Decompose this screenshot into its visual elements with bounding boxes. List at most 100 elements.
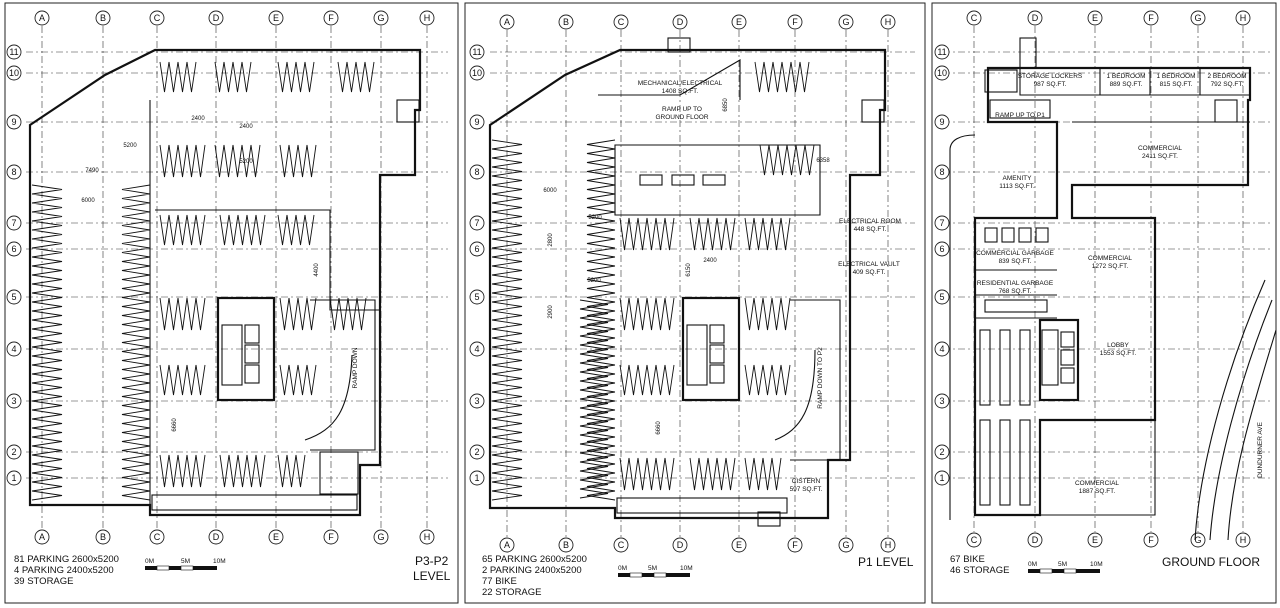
dimension-label: 6000 <box>543 188 557 194</box>
room-area: 1408 SQ.FT. <box>662 88 699 95</box>
equipment <box>757 511 781 527</box>
grid-bubble-label: 11 <box>472 47 481 57</box>
ramp-area <box>989 99 1051 119</box>
parking-stall-row <box>586 139 616 501</box>
elevator-icon <box>1060 331 1075 348</box>
parking-stall-row <box>279 144 317 178</box>
bin-icon <box>1035 227 1049 243</box>
parking-stall-row <box>754 61 810 93</box>
panel-p3p2-frame <box>4 2 459 604</box>
parking-stall-row <box>159 297 206 331</box>
stair-icon <box>984 69 1018 93</box>
scale-label: 0M <box>618 565 627 572</box>
room-area: 792 SQ.FT. <box>1211 81 1244 88</box>
parking-stall-row <box>619 217 675 251</box>
dimension-label: 6660 <box>172 418 178 432</box>
dimension-label: 2400 <box>239 124 253 130</box>
parking-stall-row <box>491 139 523 501</box>
grid-bubble <box>469 114 485 130</box>
vent-shaft <box>1019 37 1037 69</box>
grid-bubble <box>1087 10 1103 26</box>
parking-stall-row <box>619 297 675 331</box>
mechanical-zone <box>614 144 821 216</box>
grid-bubble <box>469 241 485 257</box>
grid-bubble-label: C <box>971 13 978 23</box>
room-label: RESIDENTIAL GARBAGE <box>977 280 1054 287</box>
grid-bubble-label: A <box>504 540 510 550</box>
grid-bubble <box>934 215 950 231</box>
room-area: 1887 SQ.FT. <box>1079 488 1116 495</box>
grid-bubble-label: 4 <box>474 344 479 354</box>
parking-stall-row <box>219 454 266 488</box>
room-area: 409 SQ.FT. <box>853 269 886 276</box>
parking-stall-row <box>689 217 736 251</box>
grid-bubble <box>95 529 111 545</box>
room-area: 1113 SQ.FT. <box>999 183 1035 190</box>
grid-bubble-label: 10 <box>9 68 19 78</box>
scale-label: 10M <box>680 565 693 572</box>
summary-line: 67 BIKE <box>950 554 985 565</box>
grid-bubble-label: 4 <box>939 344 944 354</box>
parking-stall-row <box>31 184 63 501</box>
parking-stall-row <box>277 454 306 488</box>
grid-bubble-label: H <box>424 13 431 23</box>
grid-bubble-label: 6 <box>474 244 479 254</box>
grid-bubble-label: 5 <box>474 292 479 302</box>
grid-bubble <box>6 44 22 60</box>
grid-bubble <box>323 10 339 26</box>
grid-bubble-label: E <box>1092 535 1098 545</box>
wall <box>598 59 741 100</box>
scale-label: 0M <box>145 558 154 565</box>
grid-bubble <box>373 529 389 545</box>
room-label: MECHANICAL/ELECTRICAL <box>638 80 723 87</box>
room-label: ELECTRICAL VAULT <box>838 261 900 268</box>
scale-label: 5M <box>648 565 657 572</box>
grid-bubble-label: 8 <box>474 167 479 177</box>
grid-bubble-label: G <box>377 13 384 23</box>
grid-bubble <box>469 44 485 60</box>
grid-bubble-label: G <box>1194 13 1201 23</box>
bike-rack <box>1019 419 1031 506</box>
grid-bubble <box>966 532 982 548</box>
elevator-stair-core <box>1038 318 1080 402</box>
grid-bubble-label: C <box>971 535 978 545</box>
grid-bubble <box>6 341 22 357</box>
grid-bubble-label: F <box>1148 13 1154 23</box>
dimension-label: 5200 <box>123 143 137 149</box>
elevator-stair-core <box>216 296 276 402</box>
room-label: RAMP UP TO P1 <box>995 112 1045 119</box>
grid-bubble <box>323 529 339 545</box>
dimension-label: 6850 <box>723 98 729 112</box>
equipment <box>639 174 663 186</box>
grid-bubble-label: C <box>618 17 625 27</box>
grid-bubble <box>1190 532 1206 548</box>
elevator-icon <box>1060 349 1075 366</box>
parking-stall-row <box>159 214 206 246</box>
grid-bubble <box>838 14 854 30</box>
grid-bubble <box>934 65 950 81</box>
summary-line: 81 PARKING 2600x5200 <box>14 554 119 565</box>
bin-row <box>984 299 1048 313</box>
dimension-label: 4400 <box>314 263 320 277</box>
grid-bubble-label: 7 <box>474 218 479 228</box>
grid-bubble-label: 3 <box>474 396 479 406</box>
grid-bubble-label: H <box>424 532 431 542</box>
grid-bubble-label: 7 <box>939 218 944 228</box>
grid-bubble <box>149 529 165 545</box>
grid-bubble <box>373 10 389 26</box>
elevator-icon <box>709 364 725 384</box>
room-label: GROUND FLOOR <box>655 114 708 121</box>
ramp-area <box>310 299 376 451</box>
stair-icon <box>396 99 420 123</box>
grid-bubble-label: D <box>213 532 220 542</box>
room-area: 889 SQ.FT. <box>1110 81 1143 88</box>
parking-stall-row <box>159 364 206 396</box>
room-area: 1272 SQ.FT. <box>1092 263 1129 270</box>
grid-bubble-label: C <box>618 540 625 550</box>
grid-bubble-label: 1 <box>474 473 479 483</box>
grid-bubble-label: 10 <box>472 68 482 78</box>
grid-bubble <box>6 215 22 231</box>
grid-bubble <box>6 65 22 81</box>
